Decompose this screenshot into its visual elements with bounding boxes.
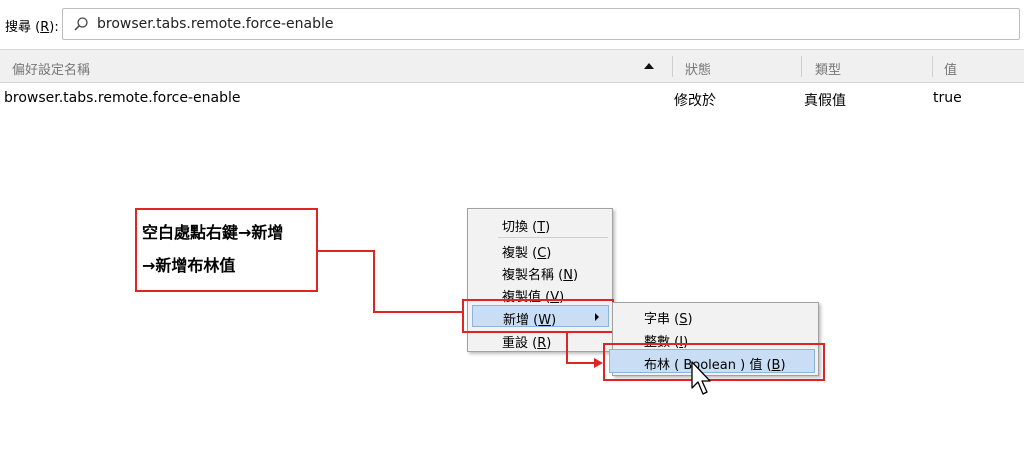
search-label: 搜尋 (R): — [5, 20, 59, 35]
menu-item-toggle[interactable]: 切換 (T) — [502, 220, 551, 235]
menu-item-copy-name[interactable]: 複製名稱 (N) — [502, 268, 579, 283]
pref-type-cell: 真假值 — [804, 93, 846, 109]
annotation-box: 空白處點右鍵→新增 →新增布林值 — [135, 208, 318, 292]
highlight-box-new — [462, 299, 614, 333]
submenu-item-integer[interactable]: 整數 (I) — [644, 335, 689, 350]
submenu-arrow-icon — [595, 313, 599, 321]
column-divider[interactable] — [801, 56, 802, 77]
column-header-type[interactable]: 類型 — [815, 63, 842, 78]
search-bar: 搜尋 (R): — [0, 0, 1024, 48]
submenu-item-boolean[interactable]: 布林 ( Boolean ) 值 (B) — [609, 349, 815, 373]
arrow-head-icon — [594, 358, 603, 368]
annotation-connector — [318, 250, 375, 252]
search-icon — [74, 17, 88, 31]
menu-item-copy-value[interactable]: 複製值 (V) — [502, 290, 565, 305]
table-header: 偏好設定名稱 狀態 類型 值 — [0, 49, 1024, 83]
annotation-connector — [373, 250, 375, 313]
mouse-cursor-icon — [691, 361, 711, 395]
menu-item-reset[interactable]: 重設 (R) — [502, 336, 552, 351]
search-input[interactable] — [97, 13, 997, 35]
menu-item-copy[interactable]: 複製 (C) — [502, 246, 552, 261]
menu-item-new[interactable]: 新增 (W) — [472, 305, 609, 328]
menu-separator — [498, 237, 608, 238]
column-header-name[interactable]: 偏好設定名稱 — [12, 63, 91, 78]
column-header-value[interactable]: 值 — [944, 63, 958, 78]
menu-connector — [566, 362, 596, 364]
submenu-new: 字串 (S) 整數 (I) 布林 ( Boolean ) 值 (B) — [609, 302, 819, 376]
column-divider[interactable] — [932, 56, 933, 77]
annotation-line-1: 空白處點右鍵→新增 — [142, 223, 284, 242]
annotation-connector — [373, 311, 463, 313]
highlight-box-boolean — [603, 343, 825, 381]
pref-status-cell: 修改於 — [674, 93, 716, 109]
column-header-status[interactable]: 狀態 — [685, 63, 712, 78]
sort-ascending-icon — [644, 63, 654, 69]
table-row[interactable]: browser.tabs.remote.force-enable 修改於 真假值… — [0, 88, 1024, 110]
search-box[interactable] — [62, 8, 1020, 40]
submenu-item-string[interactable]: 字串 (S) — [644, 312, 693, 327]
context-menu: 切換 (T) 複製 (C) 複製名稱 (N) 複製值 (V) 新增 (W) 重設… — [467, 208, 613, 352]
column-divider[interactable] — [672, 56, 673, 77]
menu-connector — [566, 333, 568, 364]
annotation-line-2: →新增布林值 — [142, 256, 236, 275]
pref-name-cell: browser.tabs.remote.force-enable — [4, 90, 241, 106]
pref-value-cell: true — [933, 90, 962, 106]
